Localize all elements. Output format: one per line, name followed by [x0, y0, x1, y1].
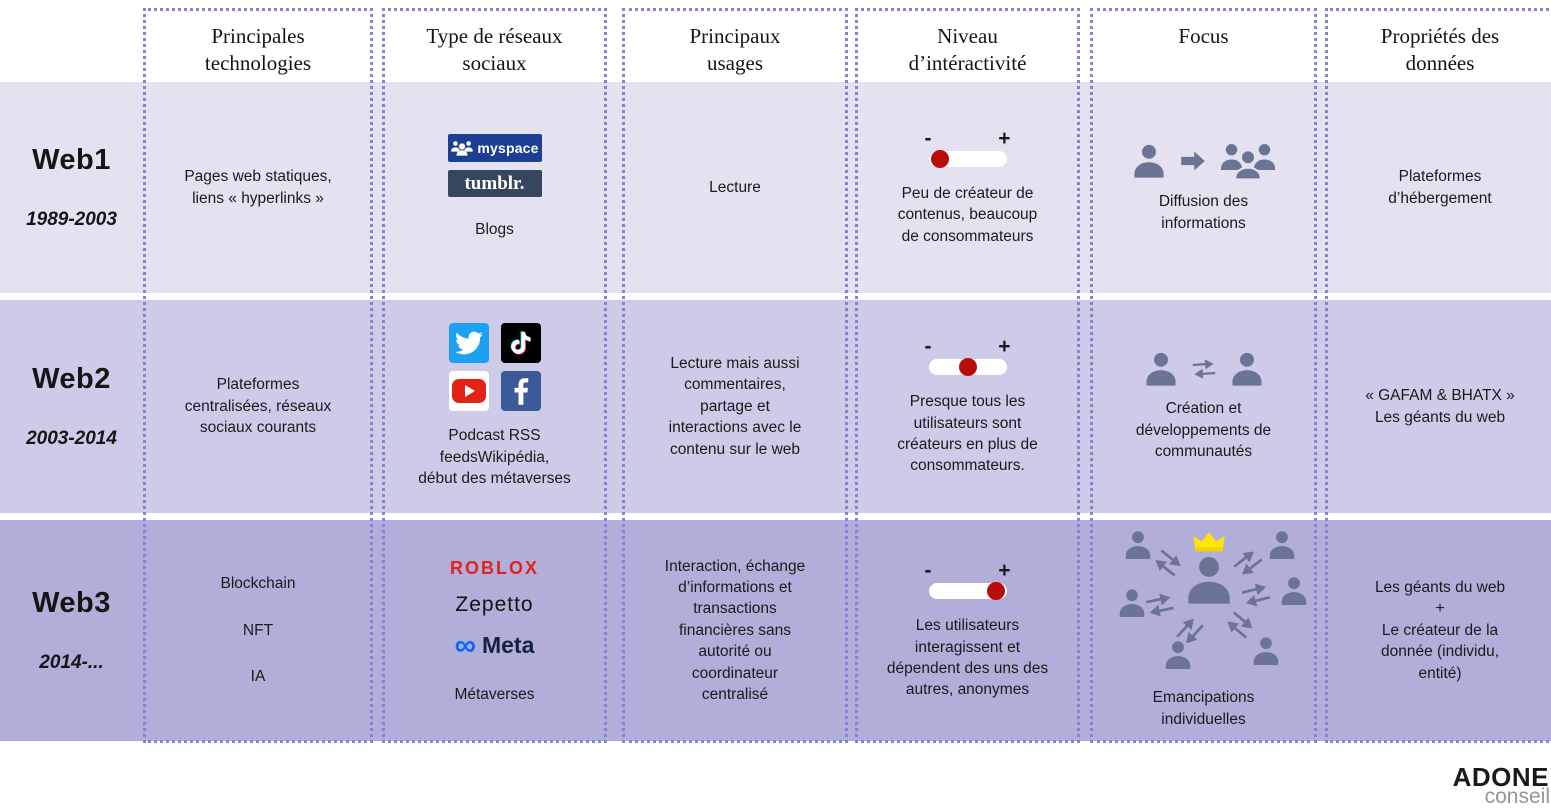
column-header-technologies: Principales technologies	[204, 24, 312, 76]
slider-track	[928, 149, 1007, 168]
tiktok-icon	[500, 323, 541, 364]
web3-interactivity-caption: Les utilisateurs interagissent et dépend…	[886, 617, 1049, 699]
person-icon	[1122, 529, 1154, 561]
column-header-usages: Principaux usages	[689, 24, 781, 76]
row-label-web3: Web3 2014-...	[0, 520, 143, 741]
meta-logo-label: Meta	[481, 631, 535, 658]
slider-dot	[930, 149, 949, 168]
slider-plus-label: +	[998, 126, 1011, 150]
tumblr-logo: tumblr.	[447, 170, 542, 198]
brand-name: ADONE	[1452, 762, 1549, 792]
myspace-logo: myspace	[447, 134, 542, 163]
slider-track	[928, 358, 1007, 377]
right-arrow-icon	[1180, 150, 1206, 172]
person-icon	[1116, 587, 1148, 619]
cell-web3-social: ROBLOX Zepetto ∞ Meta Métaverses	[382, 520, 607, 741]
web1-social-caption: Blogs	[475, 221, 514, 239]
row-band-web2	[0, 300, 1551, 513]
interactivity-slider-low: - +	[924, 126, 1011, 168]
youtube-icon	[448, 371, 489, 412]
cell-web1-data-properties: Plateformes d’hébergement	[1388, 168, 1492, 207]
row-band-web1	[0, 82, 1551, 293]
roblox-logo: ROBLOX	[449, 558, 539, 579]
person-icon	[1266, 529, 1298, 561]
web2-social-caption: Podcast RSS feedsWikipédia, début des mé…	[418, 427, 571, 488]
cell-web2-usages: Lecture mais aussi commentaires, partage…	[668, 355, 802, 458]
web1-focus-caption: Diffusion des informations	[1158, 193, 1249, 232]
column-header-focus: Focus	[1178, 24, 1229, 48]
tumblr-logo-label: tumblr.	[464, 172, 525, 194]
person-icon	[1250, 635, 1282, 667]
meta-infinity-icon: ∞	[454, 628, 476, 662]
cell-web1-technologies: Pages web statiques, liens « hyperlinks …	[184, 168, 332, 207]
slider-dot	[958, 358, 977, 377]
cell-web2-focus: Création et développements de communauté…	[1090, 300, 1317, 513]
cell-web1-social: myspace tumblr. Blogs	[382, 82, 607, 293]
cell-web1-usages: Lecture	[709, 178, 761, 196]
cell-web2-data-properties: « GAFAM & BHATX » Les géants du web	[1365, 387, 1515, 426]
facebook-icon	[500, 371, 541, 412]
web3-social-caption: Métaverses	[454, 685, 535, 703]
slider-plus-label: +	[998, 559, 1011, 583]
row-period: 2003-2014	[26, 428, 117, 449]
meta-logo: ∞ Meta	[455, 630, 535, 662]
person-icon	[1228, 350, 1266, 388]
interactivity-slider-high: - +	[924, 559, 1011, 601]
column-box-interactivity: Niveau d’intéractivité	[855, 8, 1080, 743]
brand-suffix: conseil	[1484, 785, 1550, 808]
column-header-interactivity: Niveau d’intéractivité	[908, 24, 1027, 76]
double-arrow-icon	[1149, 545, 1186, 581]
row-title: Web2	[32, 363, 111, 395]
column-box-technologies: Principales technologies	[143, 8, 373, 743]
myspace-people-icon	[450, 140, 474, 156]
person-icon	[1278, 575, 1310, 607]
crowned-person-icon	[1182, 553, 1236, 607]
decentralized-network-graphic	[1096, 527, 1312, 679]
cell-web3-focus: Emancipations individuelles	[1090, 520, 1317, 741]
person-icon	[1142, 350, 1180, 388]
slider-track	[928, 582, 1007, 601]
column-box-focus: Focus	[1090, 8, 1317, 743]
double-arrow-icon	[1143, 590, 1175, 619]
slider-minus-label: -	[924, 559, 932, 583]
column-header-data-properties: Propriétés des données	[1380, 24, 1500, 76]
adone-conseil-logo: ADONE conseil	[1419, 762, 1550, 808]
web2-focus-caption: Création et développements de communauté…	[1135, 400, 1272, 461]
people-group-icon	[1218, 141, 1278, 181]
zepetto-logo: Zepetto	[455, 592, 534, 616]
web3-focus-caption: Emancipations individuelles	[1152, 689, 1255, 728]
cell-web3-data-properties: Les géants du web + Le créateur de la do…	[1374, 579, 1506, 682]
column-box-social: Type de réseaux sociaux	[382, 8, 607, 743]
cell-web2-interactivity: - + Presque tous les utilisateurs sont c…	[855, 300, 1080, 513]
cell-web3-technologies: Blockchain NFT IA	[220, 575, 296, 686]
column-box-usages: Principaux usages	[622, 8, 848, 743]
cell-web1-interactivity: - + Peu de créateur de contenus, beaucou…	[855, 82, 1080, 293]
row-label-web1: Web1 1989-2003	[0, 82, 143, 293]
slider-minus-label: -	[924, 126, 932, 150]
row-label-web2: Web2 2003-2014	[0, 300, 143, 513]
myspace-logo-label: myspace	[477, 139, 539, 156]
row-period: 2014-...	[39, 652, 104, 673]
slider-minus-label: -	[924, 335, 932, 359]
row-title: Web1	[32, 144, 111, 176]
slider-plus-label: +	[998, 335, 1011, 359]
cell-web3-usages: Interaction, échange d’informations et t…	[664, 557, 806, 703]
exchange-arrows-icon	[1192, 359, 1216, 379]
person-icon	[1130, 142, 1168, 180]
web1-interactivity-caption: Peu de créateur de contenus, beaucoup de…	[897, 184, 1038, 245]
double-arrow-icon	[1239, 580, 1272, 610]
column-header-social: Type de réseaux sociaux	[426, 24, 563, 76]
web2-interactivity-caption: Presque tous les utilisateurs sont créat…	[897, 393, 1038, 475]
slider-dot	[986, 582, 1005, 601]
interactivity-slider-mid: - +	[924, 335, 1011, 377]
cell-web2-technologies: Plateformes centralisées, réseaux sociau…	[184, 376, 332, 437]
crown-icon	[1192, 531, 1226, 553]
twitter-icon	[448, 323, 489, 364]
cell-web3-interactivity: - + Les utilisateurs interagissent et dé…	[855, 520, 1080, 741]
cell-web1-focus: Diffusion des informations	[1090, 82, 1317, 293]
cell-web2-social: Podcast RSS feedsWikipédia, début des mé…	[382, 300, 607, 513]
row-title: Web3	[32, 587, 111, 619]
row-period: 1989-2003	[26, 209, 117, 230]
column-box-data-properties: Propriétés des données	[1325, 8, 1551, 743]
